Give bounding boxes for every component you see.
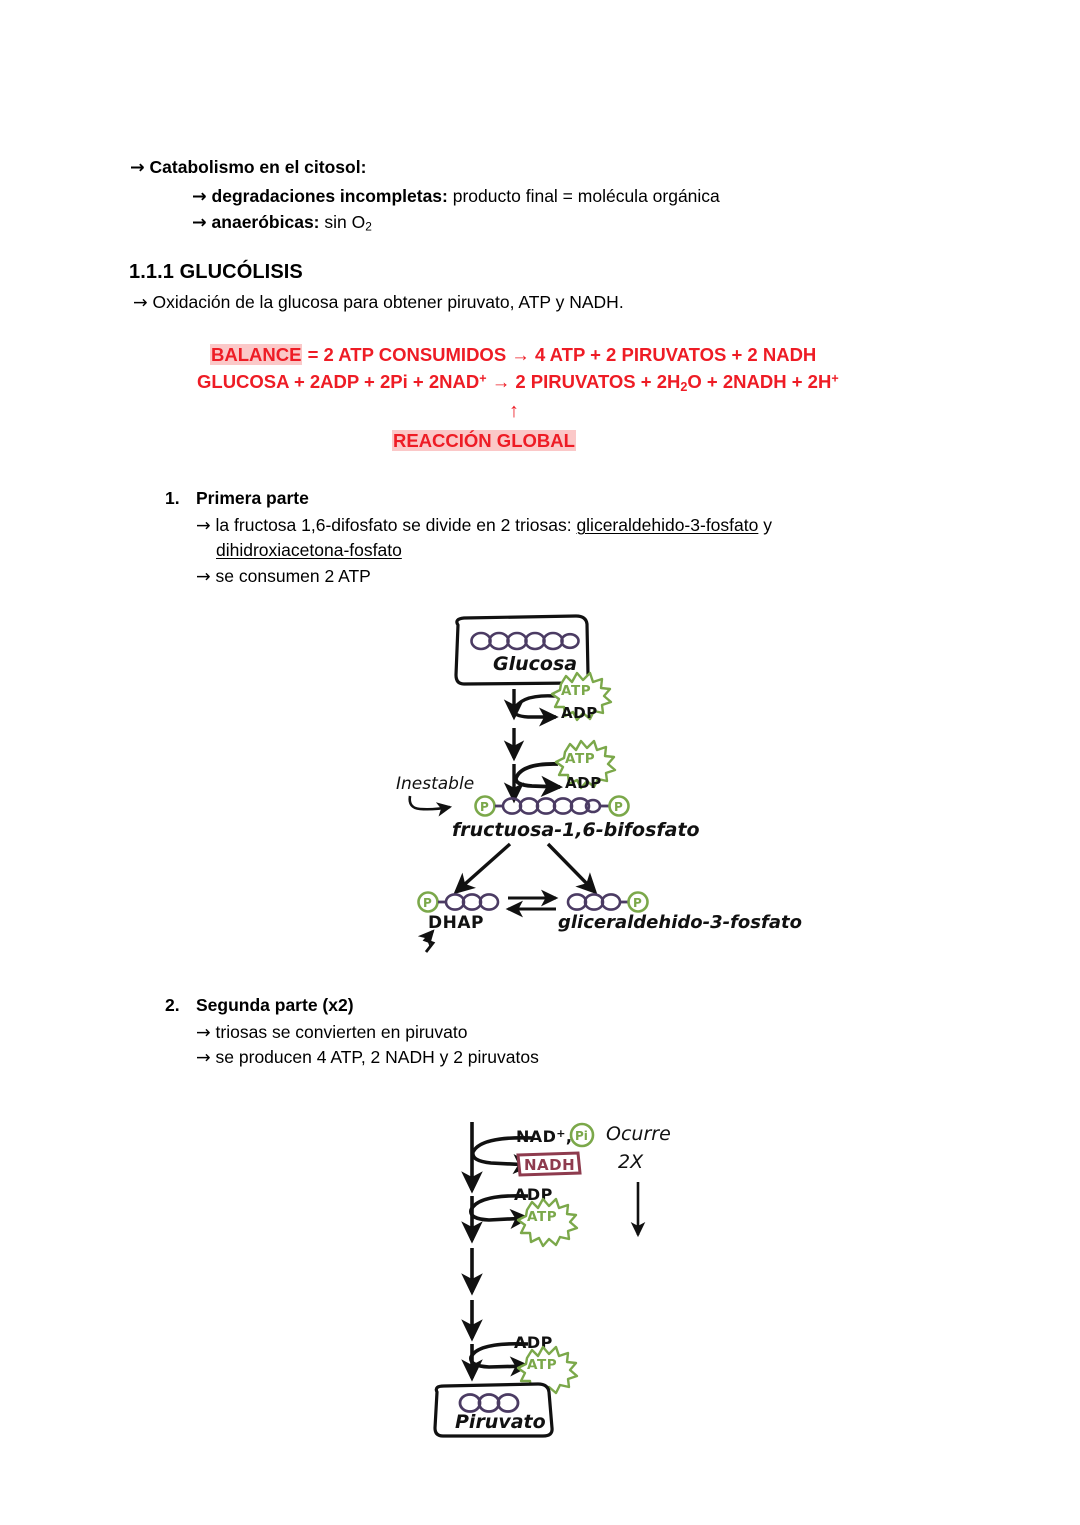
nad-label: NAD+, bbox=[516, 1127, 572, 1146]
adp-label-1: ADP bbox=[514, 1185, 553, 1204]
equilibrium-arrows bbox=[505, 889, 559, 918]
svg-text:ATP: ATP bbox=[565, 751, 595, 767]
step-2-bullet-2-text: se producen 4 ATP, 2 NADH y 2 piruvatos bbox=[215, 1047, 539, 1067]
balance-up-arrow: ↑ bbox=[509, 400, 519, 422]
page-title: 1.1.1 GLUCÓLISIS bbox=[129, 261, 303, 283]
ocurre-line-1: Ocurre bbox=[606, 1123, 671, 1145]
water-subscript: 2 bbox=[680, 379, 688, 394]
fructose-molecule: P P bbox=[474, 795, 630, 817]
g3p-label: gliceraldehido-3-fosfato bbox=[558, 912, 802, 933]
adp-label-2: ADP bbox=[514, 1333, 553, 1352]
intro-line-2-term: degradaciones incompletas: bbox=[211, 186, 448, 206]
arrow-icon: → bbox=[196, 516, 211, 536]
step-1-title: Primera parte bbox=[196, 488, 309, 508]
arrow-icon: → bbox=[196, 567, 211, 587]
section-lead-text: Oxidación de la glucosa para obtener pir… bbox=[152, 292, 624, 312]
arrow-icon: → bbox=[196, 1048, 211, 1068]
diagram-segunda-parte: NAD+, Pi NADH Ocurre 2X ADP ATP bbox=[410, 1110, 710, 1440]
svg-text:Pi: Pi bbox=[575, 1129, 588, 1143]
balance-line-2: GLUCOSA + 2ADP + 2Pi + 2NAD+ → 2 PIRUVAT… bbox=[197, 371, 839, 394]
step-1-bullet-1: → la fructosa 1,6-difosfato se divide en… bbox=[196, 515, 772, 536]
atp-starburst-1: ATP bbox=[550, 671, 613, 722]
atp-starburst-3: ATP bbox=[516, 1197, 579, 1248]
step-1-bullet-2-text: se consumen 2 ATP bbox=[215, 566, 371, 586]
intro-line-1-label: Catabolismo en el citosol: bbox=[149, 157, 367, 177]
step-1-bullet-2: → se consumen 2 ATP bbox=[196, 566, 371, 587]
diagram-primera-parte: Glucosa ATP ADP ATP ADP Inestabl bbox=[380, 612, 802, 953]
svg-text:P: P bbox=[614, 800, 623, 814]
arrow-icon: → bbox=[130, 158, 145, 178]
atp-starburst-4: ATP bbox=[516, 1345, 579, 1396]
reaccion-global-caption: REACCIÓN GLOBAL bbox=[392, 430, 576, 452]
svg-text:Glucosa: Glucosa bbox=[493, 653, 577, 675]
arrow-icon: → bbox=[192, 213, 207, 233]
step-2-number: 2. bbox=[165, 995, 180, 1015]
dhap-molecule: P bbox=[417, 891, 500, 913]
dhap-label: DHAP bbox=[428, 913, 484, 933]
arrow-icon: → bbox=[133, 293, 148, 313]
atp-starburst-2: ATP bbox=[554, 739, 617, 790]
svg-text:ATP: ATP bbox=[527, 1357, 557, 1373]
arrow-icon: → bbox=[196, 1023, 211, 1043]
nad-plus-sup: + bbox=[479, 371, 487, 386]
intro-line-2-text: producto final = molécula orgánica bbox=[452, 186, 720, 206]
fructose-label: fructuosa-1,6-bifosfato bbox=[452, 819, 700, 841]
balance-line-2-a: GLUCOSA + 2ADP + 2Pi + 2NAD bbox=[197, 371, 480, 392]
proton-sup: + bbox=[831, 371, 839, 386]
term-gliceraldehido: gliceraldehido-3-fosfato bbox=[576, 515, 759, 535]
intro-line-3-text: sin O bbox=[324, 212, 366, 232]
svg-text:ATP: ATP bbox=[561, 683, 591, 699]
section-lead: → Oxidación de la glucosa para obtener p… bbox=[133, 292, 624, 313]
arrow-icon: → bbox=[192, 187, 207, 207]
svg-text:P: P bbox=[480, 800, 489, 814]
balance-label: BALANCE bbox=[210, 344, 303, 365]
nadh-label: NADH bbox=[524, 1156, 575, 1174]
balance-line-2-c: O + 2NADH + 2H bbox=[687, 371, 832, 392]
balance-line-1: BALANCE = 2 ATP CONSUMIDOS → 4 ATP + 2 P… bbox=[210, 344, 816, 366]
pyruvate-label: Piruvato bbox=[455, 1411, 546, 1433]
step-1-bullet-1-cont: dihidroxiacetona-fosfato bbox=[216, 540, 402, 561]
nadh-box: NADH bbox=[516, 1151, 582, 1177]
intro-line-2: → degradaciones incompletas: producto fi… bbox=[192, 186, 720, 207]
ocurre-line-2: 2X bbox=[618, 1151, 644, 1173]
balance-line-1-text: = 2 ATP CONSUMIDOS → 4 ATP + 2 PIRUVATOS… bbox=[302, 344, 817, 365]
intro-line-3: → anaeróbicas: sin O2 bbox=[192, 212, 372, 234]
svg-text:P: P bbox=[423, 896, 432, 910]
oxygen-subscript: 2 bbox=[365, 219, 372, 234]
step-1-bullet-1-pre: la fructosa 1,6-difosfato se divide en 2… bbox=[215, 515, 577, 535]
svg-text:ADP: ADP bbox=[561, 704, 598, 722]
g3p-molecule: P bbox=[566, 891, 649, 913]
svg-text:P: P bbox=[633, 896, 642, 910]
step-2-bullet-2: → se producen 4 ATP, 2 NADH y 2 piruvato… bbox=[196, 1047, 539, 1068]
step-1-number: 1. bbox=[165, 488, 180, 508]
intro-line-1: → Catabolismo en el citosol: bbox=[130, 157, 366, 178]
term-dihidroxiacetona: dihidroxiacetona-fosfato bbox=[216, 540, 402, 560]
reaccion-global-label: REACCIÓN GLOBAL bbox=[392, 430, 576, 451]
intro-line-3-term: anaeróbicas: bbox=[211, 212, 320, 232]
inestable-label: Inestable bbox=[396, 774, 474, 794]
pi-circle: Pi bbox=[569, 1122, 595, 1148]
step-2-title: Segunda parte (x2) bbox=[196, 995, 354, 1015]
svg-text:ATP: ATP bbox=[527, 1209, 557, 1225]
step-1-bullet-1-mid: y bbox=[758, 515, 772, 535]
svg-text:ADP: ADP bbox=[565, 774, 602, 792]
step-2-bullet-1-text: triosas se convierten en piruvato bbox=[215, 1022, 468, 1042]
step-2-bullet-1: → triosas se convierten en piruvato bbox=[196, 1022, 468, 1043]
balance-line-2-b: → 2 PIRUVATOS + 2H bbox=[486, 371, 681, 392]
